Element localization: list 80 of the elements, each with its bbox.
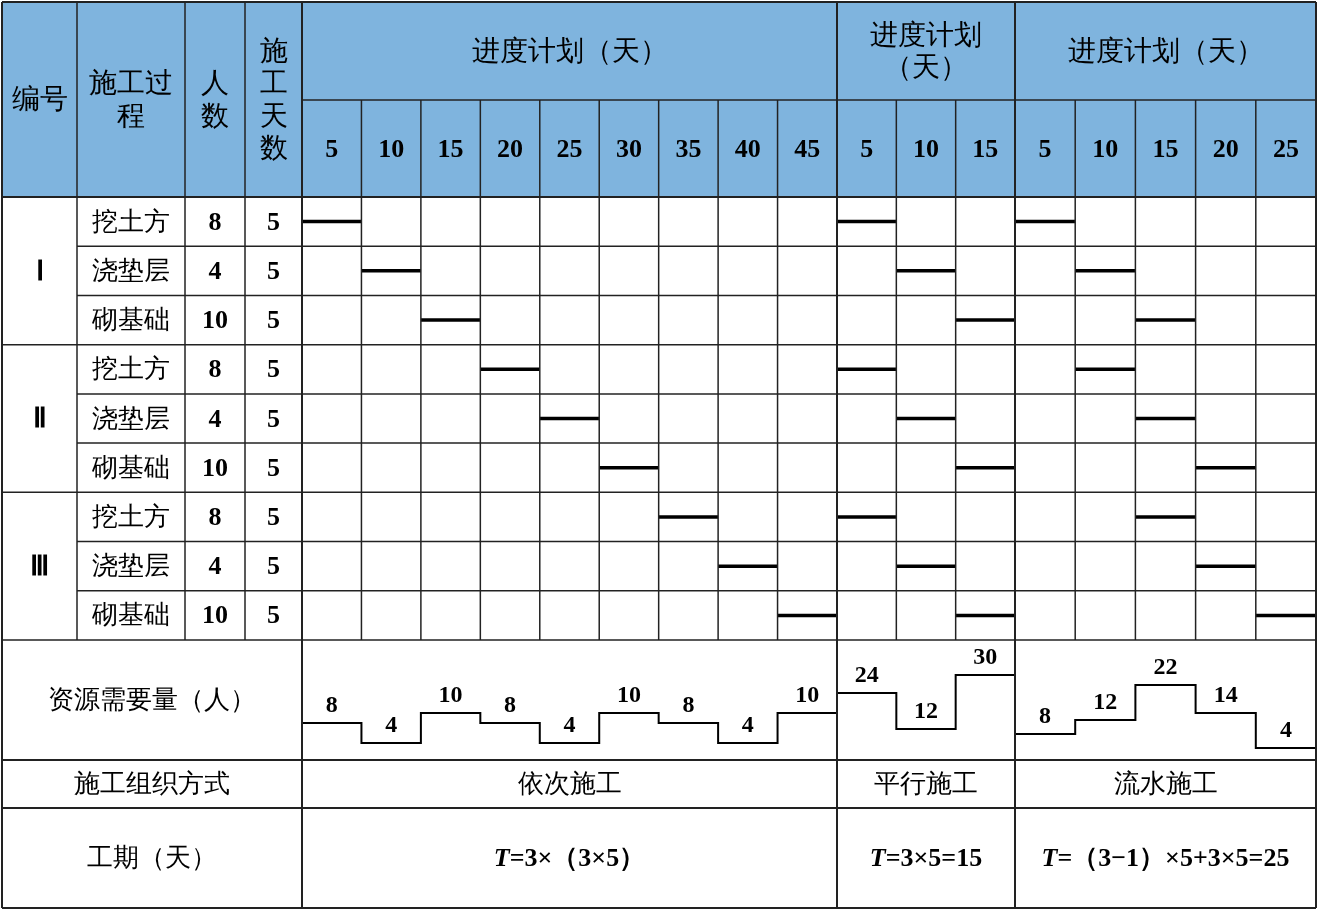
step-value: 10	[616, 681, 641, 709]
step-value: 4	[563, 711, 576, 739]
section-number: Ⅰ	[35, 254, 44, 287]
row-heading: 工期（天）	[87, 843, 217, 873]
process-header: 施工过程	[88, 67, 174, 132]
step-value: 12	[1093, 688, 1118, 716]
process-name: 砌基础	[92, 305, 170, 335]
day-tick: 5	[325, 133, 339, 164]
day-tick: 5	[1038, 133, 1052, 164]
duration-days: 5	[267, 551, 280, 582]
process-name: 浇垫层	[92, 551, 170, 582]
worker-count: 4	[208, 551, 222, 582]
day-tick: 30	[615, 133, 642, 164]
step-value: 4	[385, 711, 398, 739]
worker-count: 8	[208, 354, 222, 385]
formula: T=（3−1）×5+3×5=25	[1041, 843, 1290, 873]
schedule-header: 进度计划（天）	[1067, 34, 1264, 68]
step-value: 4	[741, 711, 754, 739]
formula: T=3×（3×5）	[493, 843, 646, 873]
day-tick: 5	[860, 133, 874, 164]
step-value: 8	[325, 691, 338, 719]
step-value: 22	[1153, 653, 1178, 681]
day-tick: 25	[1272, 133, 1299, 164]
day-tick: 20	[1212, 133, 1239, 164]
worker-count: 8	[208, 206, 222, 237]
day-tick: 25	[556, 133, 583, 164]
duration-days: 5	[267, 600, 280, 631]
duration-days: 5	[267, 354, 280, 385]
process-name: 挖土方	[92, 206, 170, 237]
day-tick: 10	[913, 133, 939, 164]
process-name: 砌基础	[92, 600, 170, 631]
duration-days: 5	[267, 305, 280, 335]
row-heading: 资源需要量（人）	[48, 685, 256, 715]
process-name: 浇垫层	[92, 403, 170, 434]
day-tick: 20	[497, 133, 524, 164]
worker-count: 8	[208, 502, 222, 532]
step-value: 10	[795, 681, 820, 709]
day-tick: 15	[972, 133, 999, 164]
worker-count: 10	[202, 600, 228, 631]
worker-count: 4	[208, 255, 222, 286]
section-number: Ⅱ	[32, 402, 47, 435]
step-value: 4	[1279, 716, 1292, 744]
day-tick: 10	[1092, 133, 1119, 164]
day-tick: 45	[794, 133, 821, 164]
day-tick: 15	[1152, 133, 1179, 164]
worker-header: 人数	[200, 67, 230, 132]
duration-days: 5	[267, 255, 280, 286]
duration-days: 5	[267, 452, 280, 483]
step-value: 8	[504, 691, 517, 719]
days-header: 施工天数	[258, 35, 289, 164]
method-name: 平行施工	[874, 769, 978, 799]
step-value: 10	[438, 681, 463, 709]
day-tick: 35	[675, 133, 702, 164]
worker-count: 4	[208, 403, 222, 434]
step-value: 8	[682, 691, 695, 719]
day-tick: 10	[378, 133, 405, 164]
process-name: 砌基础	[92, 452, 170, 483]
schedule-header: 进度计划（天）	[869, 18, 983, 84]
duration-days: 5	[267, 502, 280, 532]
step-value: 30	[973, 643, 998, 671]
day-tick: 15	[437, 133, 464, 164]
worker-count: 10	[202, 305, 228, 335]
step-value: 8	[1039, 702, 1052, 730]
step-value: 14	[1213, 681, 1238, 709]
day-tick: 40	[734, 133, 761, 164]
worker-count: 10	[202, 452, 228, 483]
step-value: 12	[914, 697, 938, 725]
section-number: Ⅲ	[30, 550, 49, 583]
formula: T=3×5=15	[869, 843, 983, 873]
method-name: 流水施工	[1113, 769, 1218, 799]
duration-days: 5	[267, 206, 280, 237]
process-name: 挖土方	[92, 354, 170, 385]
method-name: 依次施工	[517, 769, 622, 799]
step-value: 24	[854, 661, 879, 689]
number-header: 编号	[11, 83, 68, 116]
process-name: 挖土方	[92, 502, 170, 532]
process-name: 浇垫层	[92, 255, 170, 286]
duration-days: 5	[267, 403, 280, 434]
schedule-header: 进度计划（天）	[471, 34, 668, 68]
row-heading: 施工组织方式	[74, 769, 230, 799]
